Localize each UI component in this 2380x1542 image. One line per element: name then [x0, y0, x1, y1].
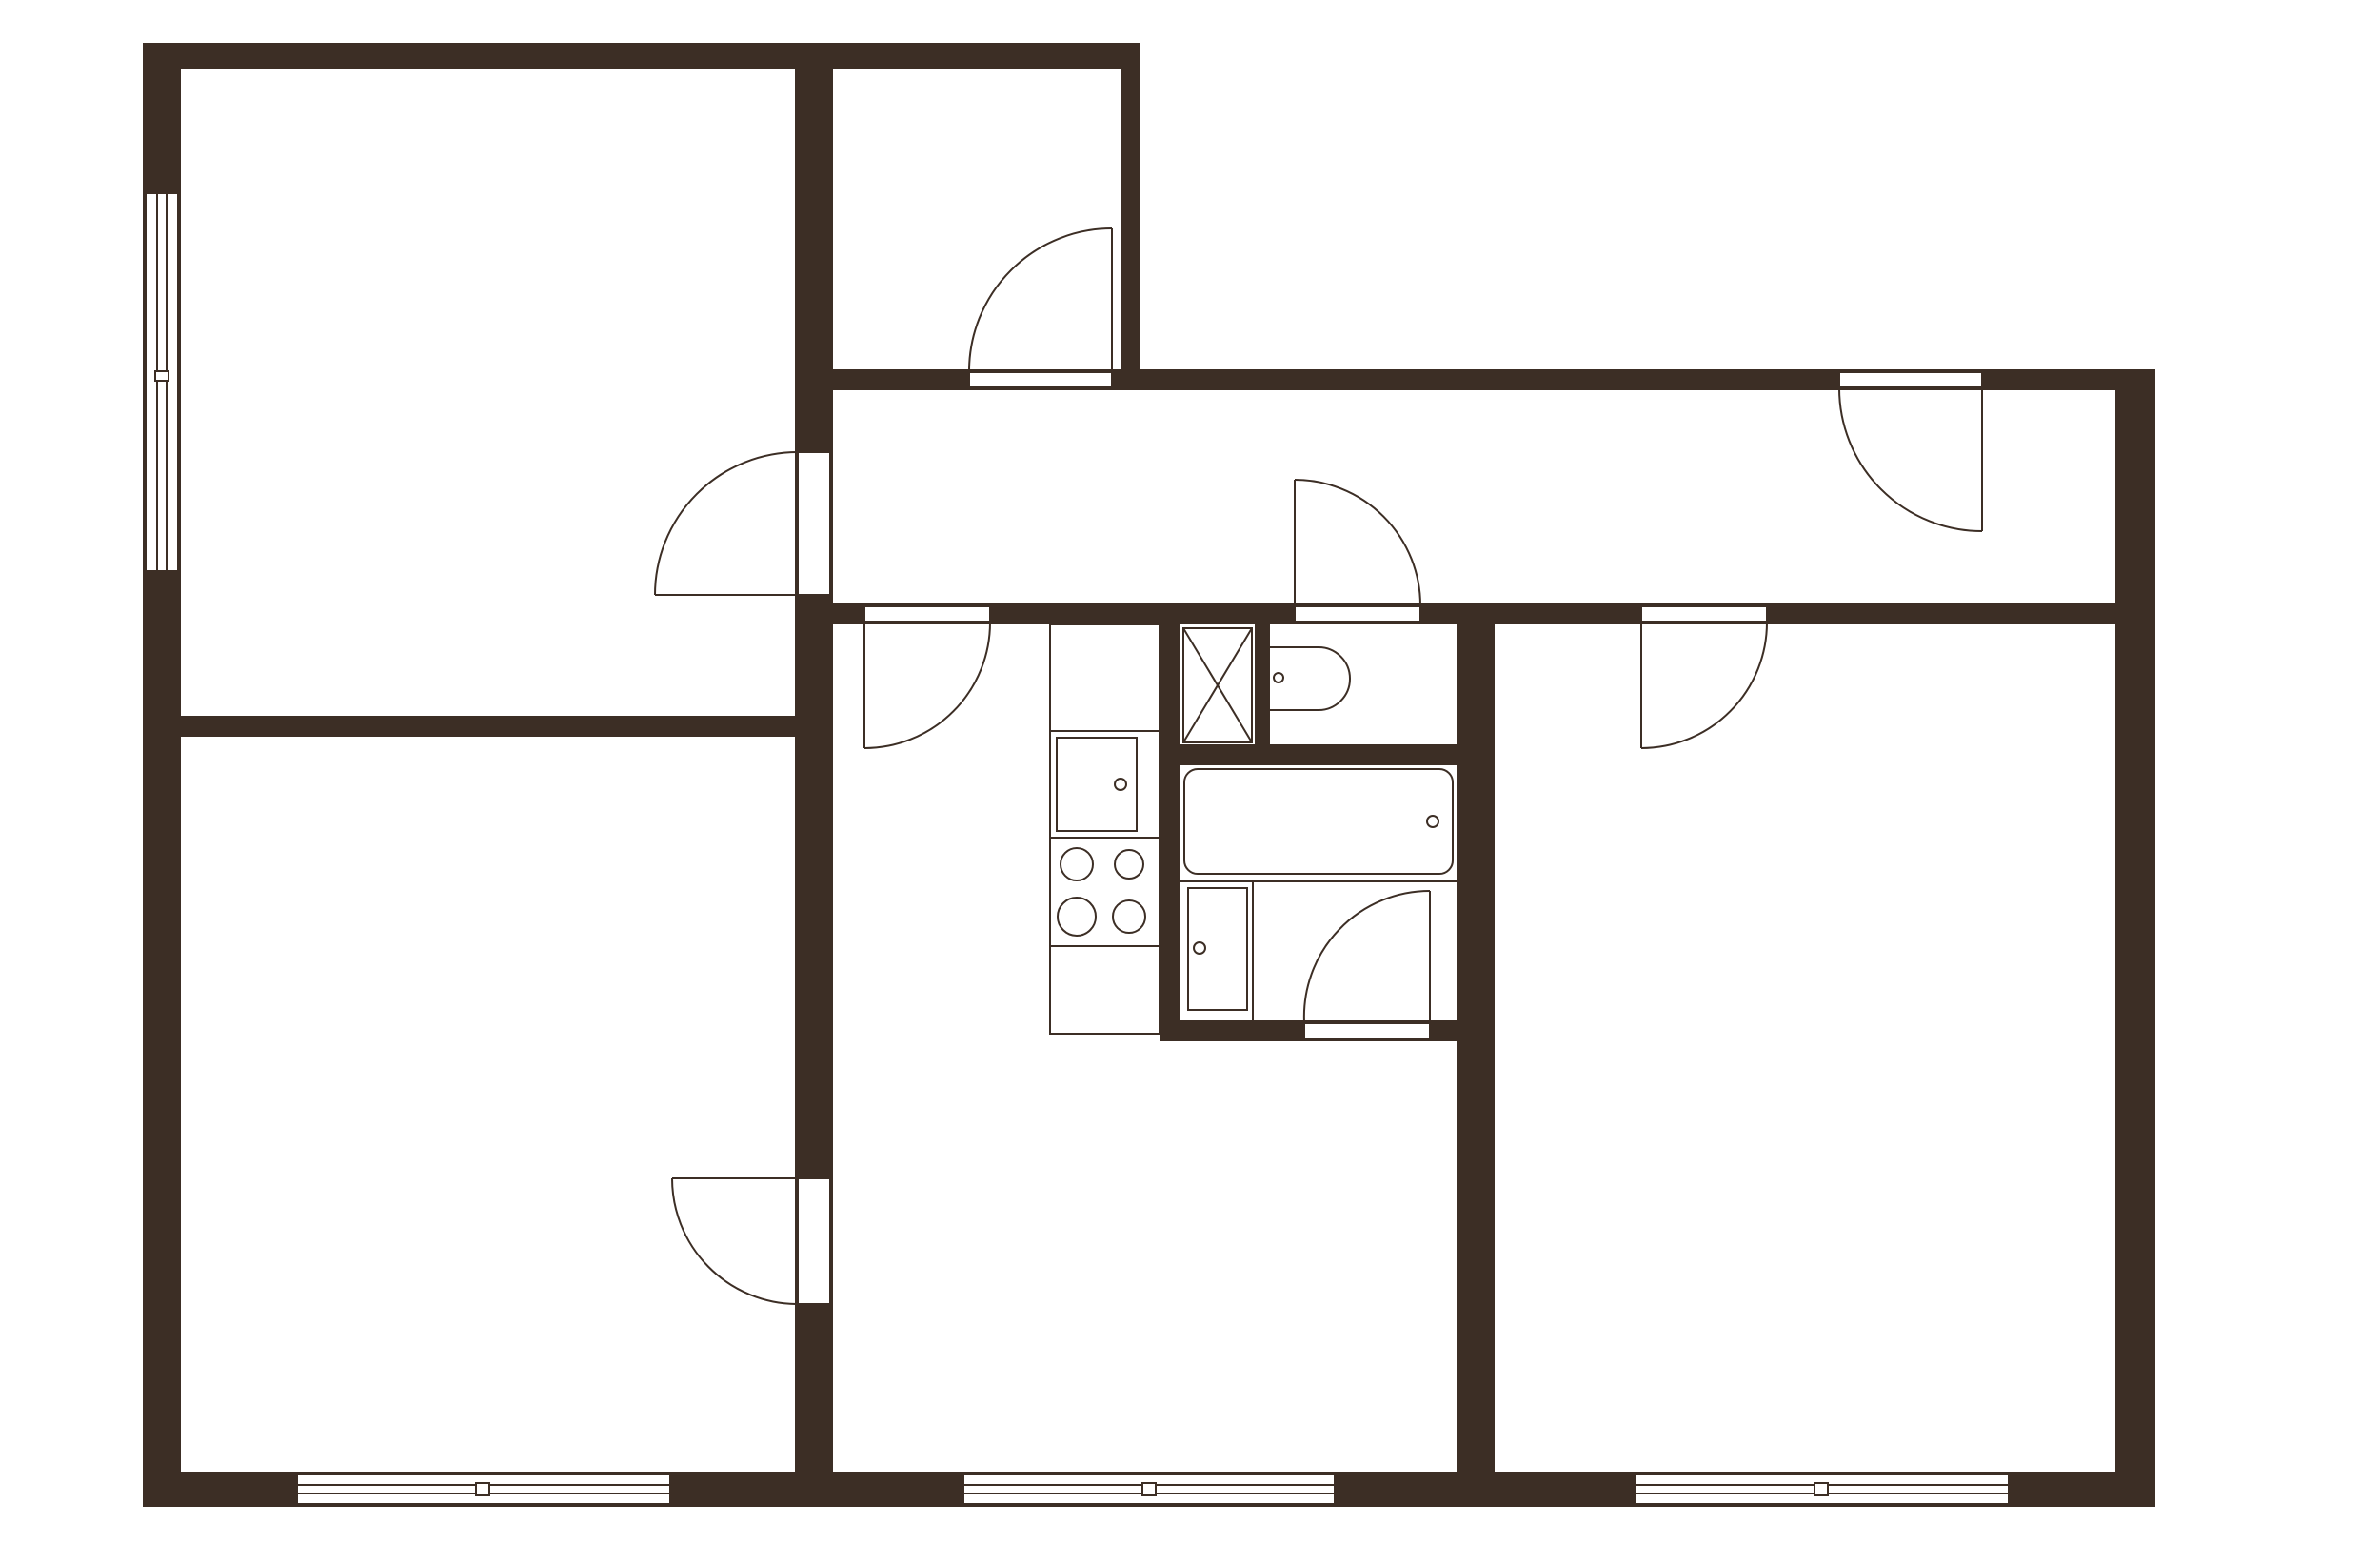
- wall-shower-right: [1255, 603, 1270, 754]
- kitchen-sink: [1056, 737, 1138, 832]
- door-storage[interactable]: [968, 227, 1113, 372]
- toilet-bowl: [1256, 646, 1351, 711]
- kitchen-counter: [1049, 623, 1160, 1035]
- door-toilet[interactable]: [1294, 479, 1421, 606]
- door-top-left-room[interactable]: [654, 451, 799, 596]
- bathtub: [1183, 768, 1454, 875]
- wall-storage-right: [1121, 43, 1140, 381]
- door-bathroom[interactable]: [1302, 889, 1431, 1023]
- wall-between-left-rooms: [143, 716, 814, 737]
- wall-top-right-block: [1121, 369, 2155, 390]
- wall-hallway-end: [2115, 369, 2155, 624]
- stove: [1057, 847, 1146, 937]
- door-openings: [797, 371, 1983, 1305]
- wall-top-left-block: [143, 43, 1140, 69]
- doors: [654, 227, 1983, 1305]
- washbasin: [1187, 887, 1248, 1011]
- window-bottom-right: [1635, 1473, 2010, 1505]
- door-kitchen[interactable]: [863, 622, 991, 749]
- door-entrance[interactable]: [1838, 387, 1983, 532]
- shower-tray: [1182, 627, 1253, 743]
- door-right-room[interactable]: [1640, 622, 1768, 749]
- door-bottom-left-room[interactable]: [671, 1177, 797, 1305]
- window-bottom-middle: [962, 1473, 1336, 1505]
- wall-toilet-bottom: [1160, 744, 1495, 765]
- fixtures: [1049, 623, 1457, 1035]
- wall-core-left: [1160, 603, 1180, 1041]
- window-left-wall: [145, 192, 179, 572]
- window-bottom-left: [296, 1473, 671, 1505]
- windows: [145, 192, 2010, 1505]
